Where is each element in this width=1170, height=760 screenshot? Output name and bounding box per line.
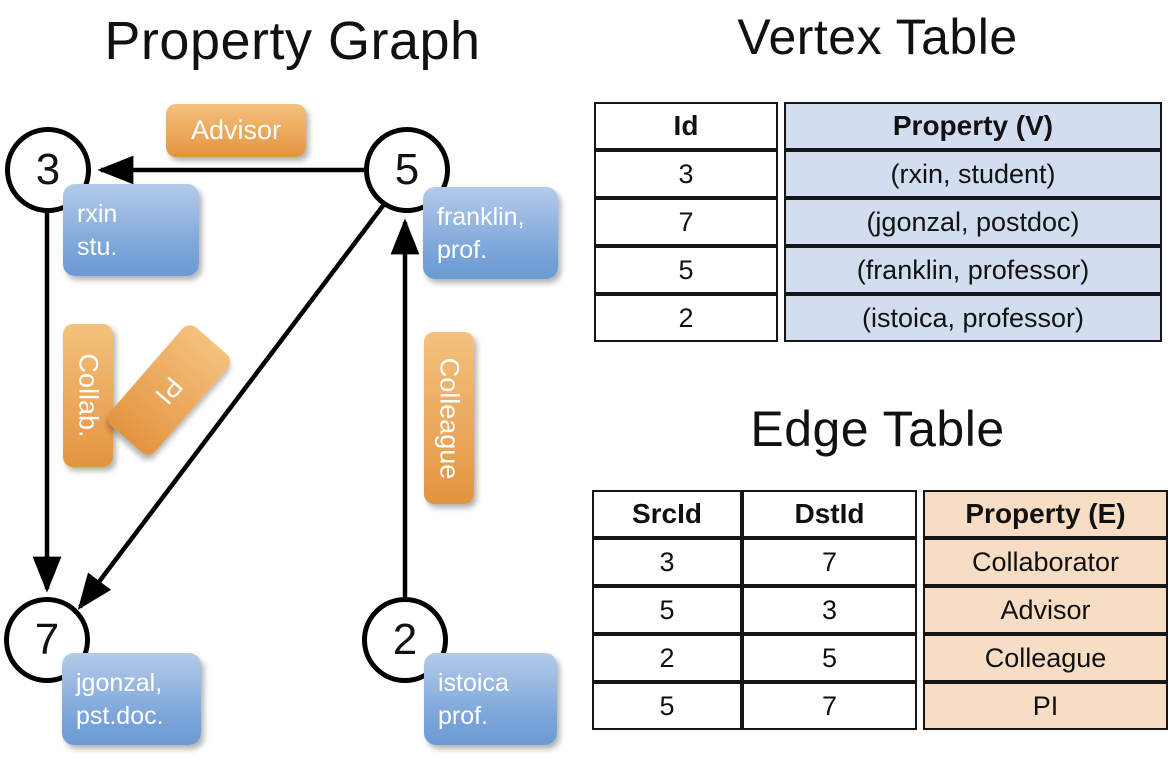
vertex-property-line: prof. (437, 236, 488, 264)
table-row[interactable]: 5 (franklin, professor) (594, 246, 1162, 294)
edge-label-text: Collab. (73, 353, 104, 438)
edge-table: SrcId DstId Property (E) 3 7 Collaborato… (592, 490, 1168, 730)
vertex-cell-property: (jgonzal, postdoc) (784, 198, 1162, 246)
column-gap (917, 682, 923, 730)
column-gap (778, 198, 784, 246)
edge-header-property: Property (E) (923, 490, 1168, 538)
vertex-property-line: prof. (438, 702, 489, 730)
table-row[interactable]: 7 (jgonzal, postdoc) (594, 198, 1162, 246)
edge-cell-srcid: 2 (592, 634, 742, 682)
edge-cell-property: Collaborator (923, 538, 1168, 586)
vertex-header-property: Property (V) (784, 102, 1162, 150)
edge-header-srcid: SrcId (592, 490, 742, 538)
vertex-property-box-franklin: franklin, prof. (423, 187, 558, 279)
column-gap (917, 538, 923, 586)
vertex-property-box-istoica: istoica prof. (424, 653, 557, 745)
edge-cell-dstid: 7 (742, 682, 917, 730)
table-row[interactable]: 5 3 Advisor (592, 586, 1168, 634)
vertex-property-line: pst.doc. (76, 702, 164, 730)
page-title-vertex-table: Vertex Table (737, 9, 1018, 65)
table-row[interactable]: 3 (rxin, student) (594, 150, 1162, 198)
edge-cell-dstid: 3 (742, 586, 917, 634)
graph-node-5[interactable]: 5 (364, 127, 450, 213)
vertex-property-line: rxin (77, 200, 118, 228)
edge-label-colleague: Colleague (424, 332, 474, 504)
column-gap (917, 634, 923, 682)
vertex-cell-property: (franklin, professor) (784, 246, 1162, 294)
vertex-cell-property: (istoica, professor) (784, 294, 1162, 342)
table-header-row: SrcId DstId Property (E) (592, 490, 1168, 538)
column-gap (778, 102, 784, 150)
vertex-header-id: Id (594, 102, 778, 150)
edge-cell-dstid: 5 (742, 634, 917, 682)
edge-header-dstid: DstId (742, 490, 917, 538)
vertex-property-box-jgonzal: jgonzal, pst.doc. (62, 653, 201, 745)
vertex-property-line: franklin, (437, 203, 525, 231)
edge-cell-property: Advisor (923, 586, 1168, 634)
edge-cell-srcid: 5 (592, 586, 742, 634)
vertex-table: Id Property (V) 3 (rxin, student) 7 (jgo… (594, 102, 1162, 342)
vertex-cell-id: 2 (594, 294, 778, 342)
vertex-cell-id: 5 (594, 246, 778, 294)
vertex-property-box-rxin: rxin stu. (63, 184, 199, 276)
page-title-property-graph: Property Graph (104, 11, 481, 71)
graph-node-2[interactable]: 2 (362, 597, 448, 683)
vertex-property-line: istoica (438, 669, 509, 697)
column-gap (917, 586, 923, 634)
vertex-cell-id: 7 (594, 198, 778, 246)
table-row[interactable]: 3 7 Collaborator (592, 538, 1168, 586)
column-gap (778, 150, 784, 198)
graph-edge-arrows (32, 155, 420, 610)
table-header-row: Id Property (V) (594, 102, 1162, 150)
column-gap (778, 294, 784, 342)
edge-5-to-7 (77, 201, 387, 610)
table-row[interactable]: 2 (istoica, professor) (594, 294, 1162, 342)
edge-cell-srcid: 3 (592, 538, 742, 586)
edge-cell-property: PI (923, 682, 1168, 730)
column-gap (778, 246, 784, 294)
edge-label-advisor: Advisor (166, 104, 306, 157)
edge-cell-srcid: 5 (592, 682, 742, 730)
property-graph-diagram: 3 5 7 2 rxin stu. franklin, prof. jgonza… (4, 104, 558, 745)
edge-label-collab: Collab. (63, 324, 113, 467)
table-row[interactable]: 2 5 Colleague (592, 634, 1168, 682)
table-row[interactable]: 5 7 PI (592, 682, 1168, 730)
edge-cell-property: Colleague (923, 634, 1168, 682)
column-gap (917, 490, 923, 538)
edge-label-text: PI (149, 370, 190, 410)
edge-label-text: Advisor (190, 115, 282, 145)
vertex-cell-id: 3 (594, 150, 778, 198)
page-title-edge-table: Edge Table (750, 401, 1005, 457)
vertex-property-line: stu. (77, 233, 118, 261)
edge-cell-dstid: 7 (742, 538, 917, 586)
vertex-cell-property: (rxin, student) (784, 150, 1162, 198)
edge-label-text: Colleague (434, 357, 465, 479)
vertex-property-line: jgonzal, (76, 669, 163, 697)
